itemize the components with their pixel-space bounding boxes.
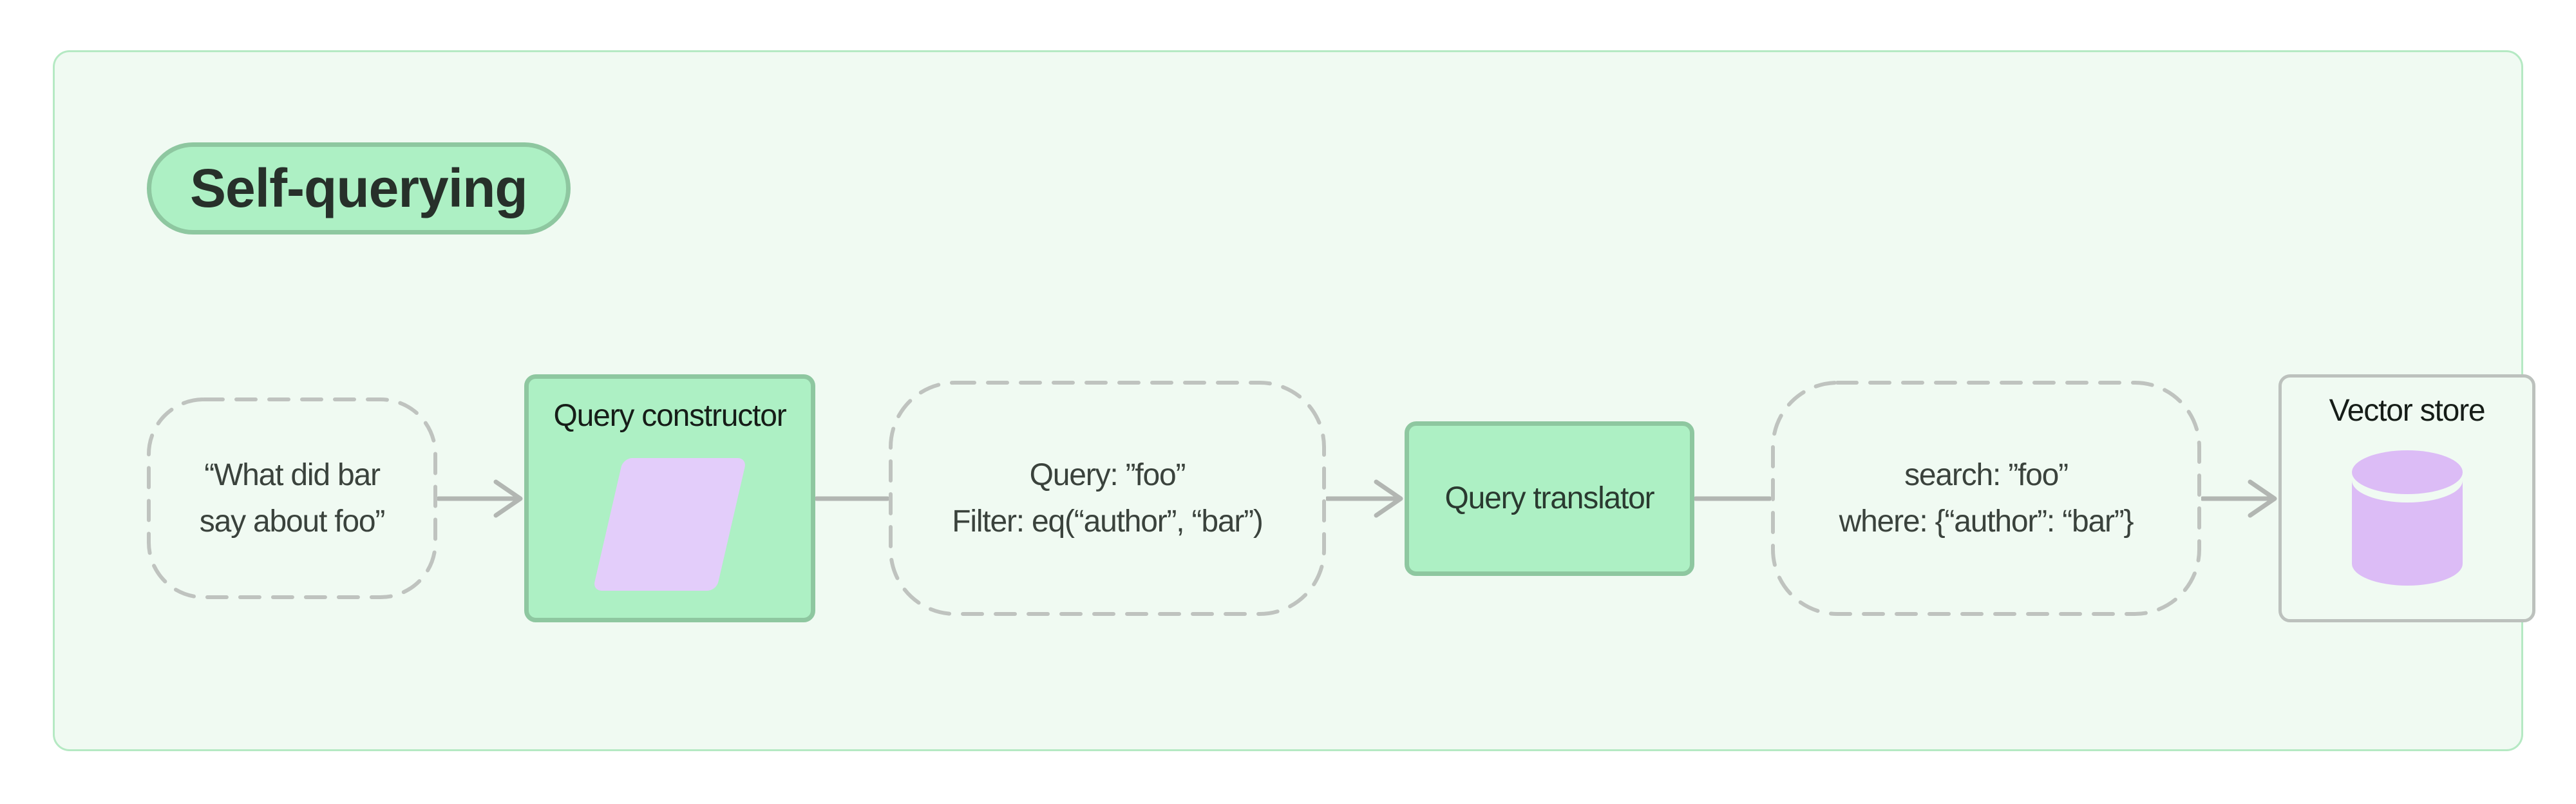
node-translated-query: search: ”foo” where: {“author”: “bar”} xyxy=(1771,381,2201,616)
dashed-border-icon xyxy=(147,397,437,599)
self-querying-panel: Self-querying “What did bar say about fo… xyxy=(53,50,2535,751)
node-query-constructor: Query constructor xyxy=(524,374,815,622)
vector-store-label: Vector store xyxy=(2329,394,2486,428)
user-query-text: “What did bar say about foo” xyxy=(147,452,437,545)
connector-5-arrow-icon xyxy=(2201,479,2277,517)
connector-3-arrow-icon xyxy=(1326,479,1403,517)
database-cylinder-icon xyxy=(2351,450,2463,586)
connector-1-arrow-icon xyxy=(437,479,523,517)
structured-query-text: Query: ”foo” Filter: eq(“author”, “bar”) xyxy=(889,452,1326,545)
node-text-line: where: {“author”: “bar”} xyxy=(1839,504,2134,539)
node-query-translator: Query translator xyxy=(1405,421,1694,576)
node-text-line: Query: ”foo” xyxy=(1029,457,1186,492)
node-text-line: Filter: eq(“author”, “bar”) xyxy=(952,504,1264,539)
parallelogram-icon xyxy=(592,458,747,591)
translated-query-text: search: ”foo” where: {“author”: “bar”} xyxy=(1771,452,2201,545)
dashed-border-icon xyxy=(889,381,1326,616)
diagram-title-badge: Self-querying xyxy=(147,142,571,235)
diagram-title: Self-querying xyxy=(190,158,528,218)
node-structured-query: Query: ”foo” Filter: eq(“author”, “bar”) xyxy=(889,381,1326,616)
connector-2-line-icon xyxy=(815,496,889,501)
node-text-line: say about foo” xyxy=(199,504,386,539)
dashed-border-icon xyxy=(1771,381,2201,616)
query-translator-label: Query translator xyxy=(1444,481,1655,515)
flow-row: “What did bar say about foo” Query const… xyxy=(147,374,2535,622)
query-constructor-label: Query constructor xyxy=(553,399,786,433)
node-user-query: “What did bar say about foo” xyxy=(147,397,437,599)
node-vector-store: Vector store xyxy=(2278,374,2535,622)
node-text-line: “What did bar xyxy=(204,457,381,492)
node-text-line: search: ”foo” xyxy=(1904,457,2069,492)
connector-4-line-icon xyxy=(1694,496,1771,501)
